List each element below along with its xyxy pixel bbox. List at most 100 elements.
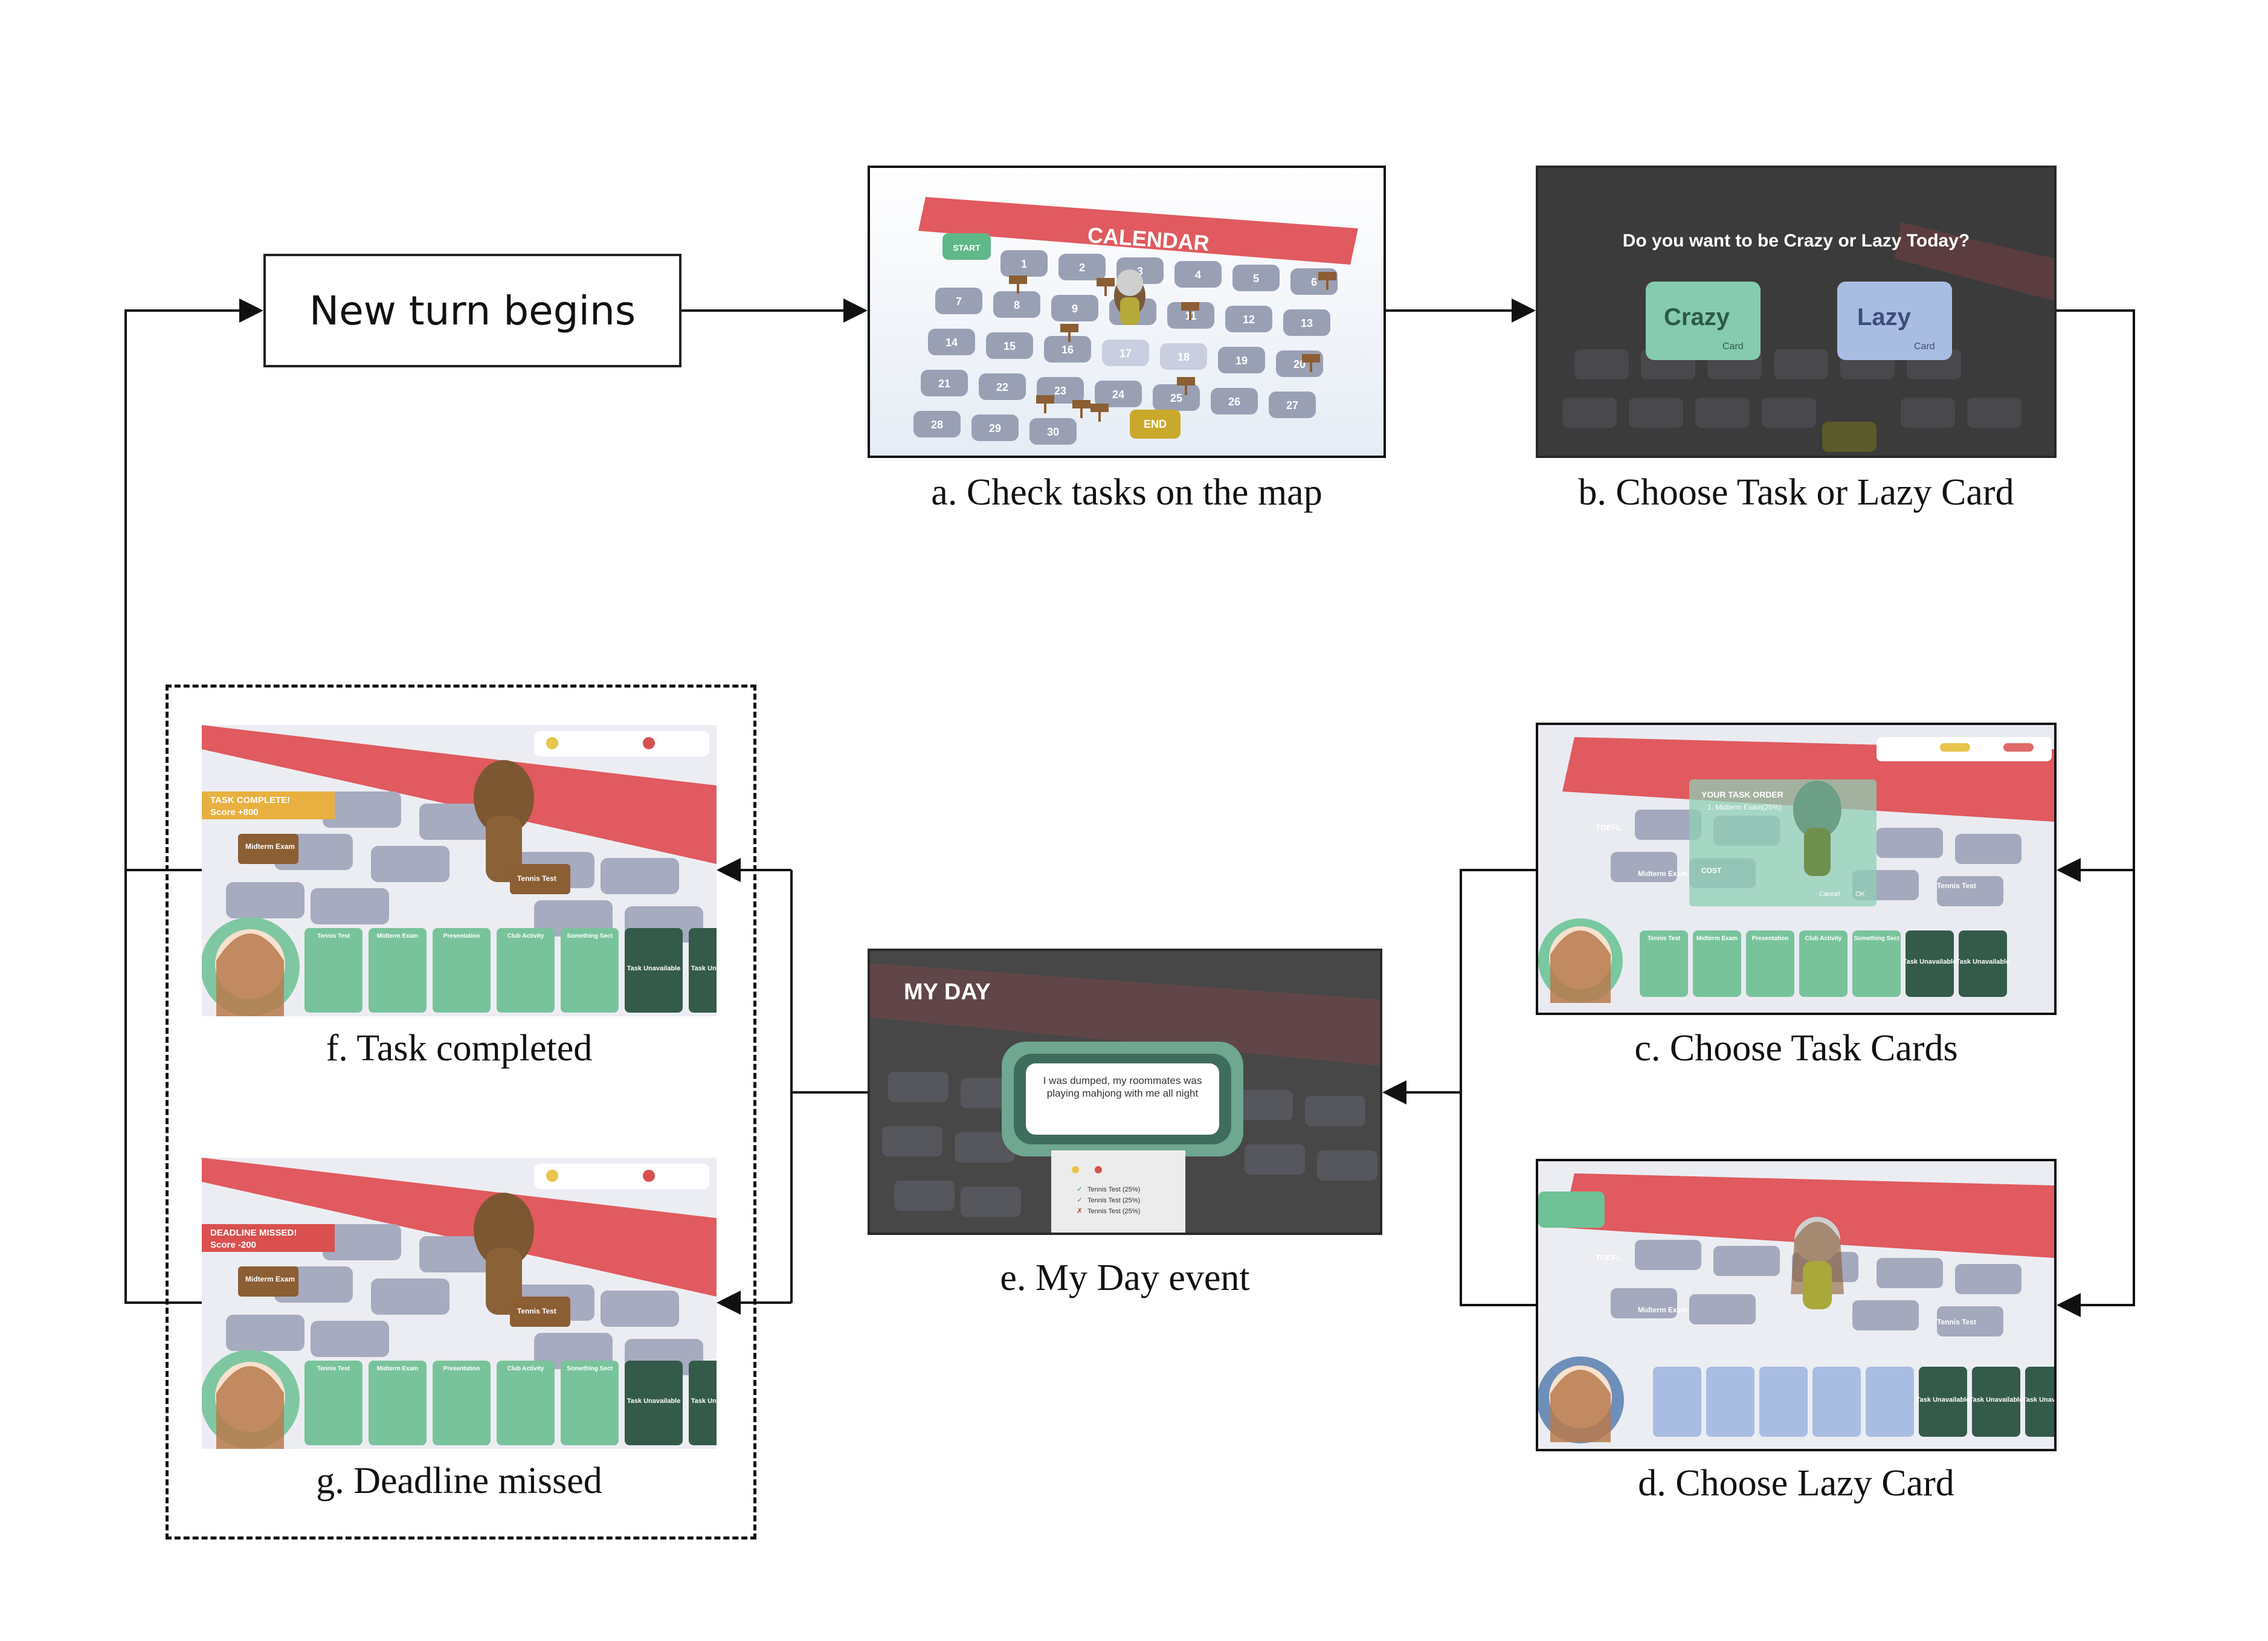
unavailable-label: Task Unavailable <box>627 965 680 972</box>
unavailable-card <box>1906 930 1954 997</box>
unavailable-card <box>1972 1367 2020 1437</box>
unavailable-label: Task Unavailable <box>691 1398 717 1405</box>
my-day-illustration: MY DAY I was dumped, my roommates was pl… <box>870 951 1380 1233</box>
task-card[interactable] <box>1799 930 1848 997</box>
day-tile <box>1102 340 1149 366</box>
task-card-title: Presentation <box>443 933 480 940</box>
end-tile <box>1130 410 1181 439</box>
day-tile <box>1211 388 1258 414</box>
day-number: 21 <box>938 378 950 390</box>
task-card-title: Presentation <box>1752 935 1789 942</box>
day-number: 1 <box>1021 258 1027 270</box>
caption-f: f. Task completed <box>326 1028 593 1069</box>
unavailable-label: Task Unavailable <box>1903 958 1956 966</box>
day-number: 5 <box>1253 272 1259 285</box>
deadline-missed-illustration: DEADLINE MISSED! Score -200 Midterm Exam… <box>202 1158 717 1449</box>
task-card[interactable] <box>1759 1367 1808 1437</box>
tennis-sign: Tennis Test <box>517 874 556 883</box>
task-order-cancel[interactable]: Cancel <box>1819 891 1840 898</box>
day-number: 3 <box>1137 265 1143 277</box>
day-number: 27 <box>1286 399 1298 411</box>
unavailable-label: Task Unavailable <box>691 965 717 972</box>
toefl-sign: TOEFL <box>1596 823 1621 832</box>
task-card-title: Midterm Exam <box>377 933 418 940</box>
lazy-card-button[interactable]: Lazy Card <box>1837 282 1952 360</box>
task-card[interactable] <box>497 1361 555 1445</box>
task-card[interactable] <box>1852 930 1901 997</box>
task-card[interactable] <box>369 928 427 1013</box>
day-number: 25 <box>1170 392 1182 404</box>
branch-c-d <box>1460 869 1536 1306</box>
day-number: 26 <box>1228 396 1240 408</box>
calendar-map-illustration: CALENDAR 1234567891011121314151617181920… <box>870 168 1384 456</box>
task-card[interactable] <box>433 1361 491 1445</box>
new-turn-label: New turn begins <box>309 287 636 334</box>
task-card-title: Midterm Exam <box>377 1365 418 1372</box>
deadline-score: Score -200 <box>210 1240 256 1250</box>
calendar-banner <box>918 197 1358 265</box>
day-number: 13 <box>1301 317 1313 329</box>
crazy-card-button[interactable]: Crazy Card <box>1646 282 1761 360</box>
midterm-sign: Midterm Exam <box>245 1275 295 1283</box>
task-card-title: Club Activity <box>507 933 544 940</box>
task-card[interactable] <box>1746 930 1794 997</box>
screen-task-completed: TASK COMPLETE! Score +800 Midterm Exam T… <box>202 725 717 1016</box>
day-tile <box>993 291 1040 318</box>
task-card-title: Something Sect <box>567 933 613 940</box>
event-results-panel <box>1051 1150 1185 1233</box>
task-card[interactable] <box>369 1361 427 1445</box>
arrow-choice-to-lazy-card <box>2057 870 2135 1317</box>
task-card-title: Tennis Test <box>317 933 350 940</box>
lazy-card-word: Card <box>1914 341 1935 352</box>
day-tile <box>971 414 1019 441</box>
task-card[interactable] <box>433 928 491 1013</box>
day-number: 14 <box>946 337 958 349</box>
task-card[interactable] <box>304 1361 362 1445</box>
day-tile <box>1000 250 1048 277</box>
day-number: 17 <box>1120 347 1132 359</box>
caption-g: g. Deadline missed <box>316 1460 602 1501</box>
check-icon: ✓ <box>1077 1185 1083 1193</box>
task-order-ok[interactable]: OK <box>1855 891 1866 898</box>
task-card[interactable] <box>1706 1367 1754 1437</box>
day-number: 24 <box>1112 388 1124 401</box>
day-number: 6 <box>1311 276 1317 288</box>
midterm-sign: Midterm Exam <box>1638 1306 1687 1314</box>
day-tile <box>928 329 975 355</box>
day-tile <box>1153 384 1200 411</box>
task-card[interactable] <box>561 928 619 1013</box>
start-tile <box>942 233 991 260</box>
task-card[interactable] <box>1866 1367 1914 1437</box>
screen-my-day: MY DAY I was dumped, my roommates was pl… <box>868 949 1382 1235</box>
day-number: 30 <box>1047 426 1059 438</box>
task-card[interactable] <box>1693 930 1741 997</box>
day-tile <box>1058 254 1106 280</box>
task-card-title: Something Sect <box>1854 935 1899 942</box>
task-card[interactable] <box>1812 1367 1861 1437</box>
calendar-tiles: 1234567891011121314151617181920212223242… <box>913 250 1338 445</box>
screen-choose-card-type: Do you want to be Crazy or Lazy Today? C… <box>1536 166 2057 458</box>
caption-c: c. Choose Task Cards <box>1634 1028 1958 1069</box>
day-number: 4 <box>1195 269 1201 281</box>
result-line-1: Tennis Test (25%) <box>1087 1186 1140 1193</box>
day-tile <box>921 370 968 396</box>
day-tile <box>1232 265 1280 291</box>
task-complete-illustration: TASK COMPLETE! Score +800 Midterm Exam T… <box>202 725 717 1016</box>
new-turn-node: New turn begins <box>263 254 681 367</box>
tennis-sign: Tennis Test <box>1937 1318 1976 1326</box>
midterm-sign: Midterm Exam <box>1638 869 1687 878</box>
day-tile <box>979 373 1026 400</box>
task-card[interactable] <box>1640 930 1688 997</box>
task-card[interactable] <box>561 1361 619 1445</box>
caption-a: a. Check tasks on the map <box>931 472 1322 513</box>
task-card[interactable] <box>497 928 555 1013</box>
day-number: 15 <box>1004 340 1016 352</box>
crazy-lazy-illustration: Do you want to be Crazy or Lazy Today? C… <box>1538 168 2054 456</box>
player-character <box>1793 781 1841 876</box>
day-tile <box>1029 418 1077 445</box>
task-card[interactable] <box>1653 1367 1701 1437</box>
task-card[interactable] <box>304 928 362 1013</box>
